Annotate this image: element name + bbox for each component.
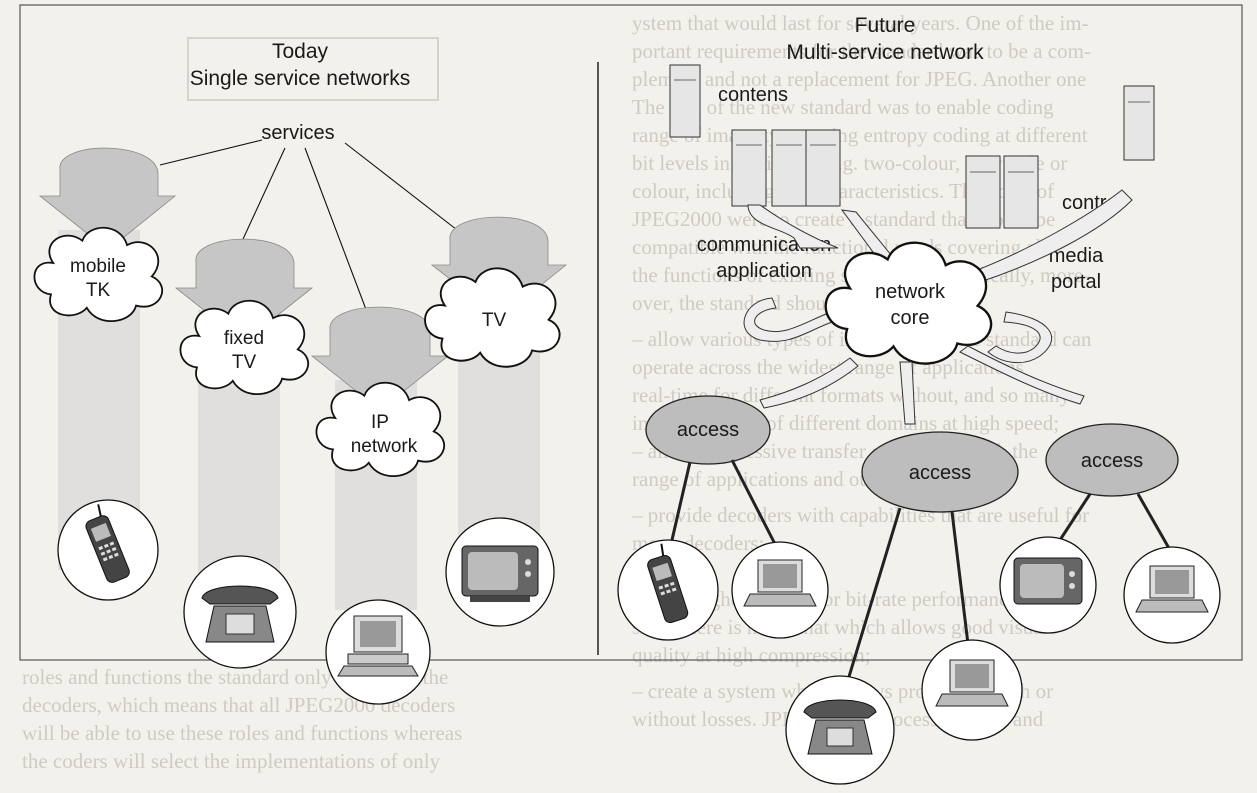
right-television-icon [1013,557,1083,605]
mobile-phone-icon [85,504,130,583]
svg-text:compatible with the functional: compatible with the functional needs cov… [632,235,1047,259]
svg-text:bit levels in the image, e.g.: bit levels in the image, e.g. two-colour… [632,151,1067,175]
figure-frame [19,4,1243,661]
cloud-tv-label: TV [482,310,507,331]
desk-telephone-icon [201,585,279,643]
svg-text:the coders will select the imp: the coders will select the implementatio… [22,749,441,773]
cloud-fixed-label-2: TV [232,352,257,373]
media-label-2: portal [1051,271,1101,293]
left-title-line2: Single service networks [190,67,411,90]
svg-text:will be able to use these role: will be able to use these roles and func… [22,721,462,745]
svg-text:range of image types using ent: range of image types using entropy codin… [632,123,1088,147]
server-control-icon [965,85,1155,229]
media-label-1: media [1049,245,1104,267]
access-label-middle: access [909,462,971,484]
cloud-ip-label-2: network [351,436,418,457]
svg-text:range of applications and othe: range of applications and others; [632,467,906,491]
svg-text:over, the standard should:: over, the standard should: [632,291,848,315]
cloud-mobile-label-2: TK [86,280,111,301]
access-label-right: access [1081,450,1143,472]
svg-text:– provide decoders with capabi: – provide decoders with capabilities tha… [631,503,1089,527]
right-desk-telephone-icon [803,699,877,755]
communication-label-2: application [716,260,812,282]
right-title-line2: Multi-service network [786,41,984,64]
access-label-left: access [677,419,739,441]
right-title-line1: Future [855,14,916,37]
svg-text:quality at high compression;: quality at high compression; [632,643,871,667]
left-title-line1: Today [272,40,329,63]
services-label: services [261,122,334,144]
access-oval-right [1045,423,1179,497]
svg-text:plement and not a replacement: plement and not a replacement for JPEG. … [632,67,1086,91]
right-computer-icon-2 [935,659,1009,707]
right-computer-icon-3 [1135,565,1209,613]
television-icon [461,545,539,602]
contens-label: contens [718,84,788,106]
background-show-through: ystem that would last for several years.… [22,11,1092,773]
cloud-ip-label-1: IP [371,412,389,433]
access-oval-left [645,395,771,465]
core-access-ribbons [759,345,1085,425]
svg-text:The aim of the new standard wa: The aim of the new standard was to enabl… [632,95,1054,119]
server-contens-icon [669,64,841,207]
computer-icon [337,615,419,677]
core-label-2: core [891,307,930,329]
access-oval-middle [861,431,1019,513]
cloud-fixed-label-1: fixed [224,328,264,349]
svg-text:portant requirements for the s: portant requirements for the standard wa… [632,39,1091,63]
cloud-network-core [824,241,993,365]
right-panel: Future Multi-service network contens con… [617,14,1221,785]
right-mobile-phone-icon [647,543,689,624]
right-computer-icon-1 [743,559,817,607]
svg-text:ystem that would last for seve: ystem that would last for several years.… [632,11,1089,35]
cloud-mobile-label-1: mobile [70,256,126,277]
core-connectors [743,189,1133,364]
core-label-1: network [875,281,946,303]
left-panel: Today Single service networks services m… [33,40,568,705]
